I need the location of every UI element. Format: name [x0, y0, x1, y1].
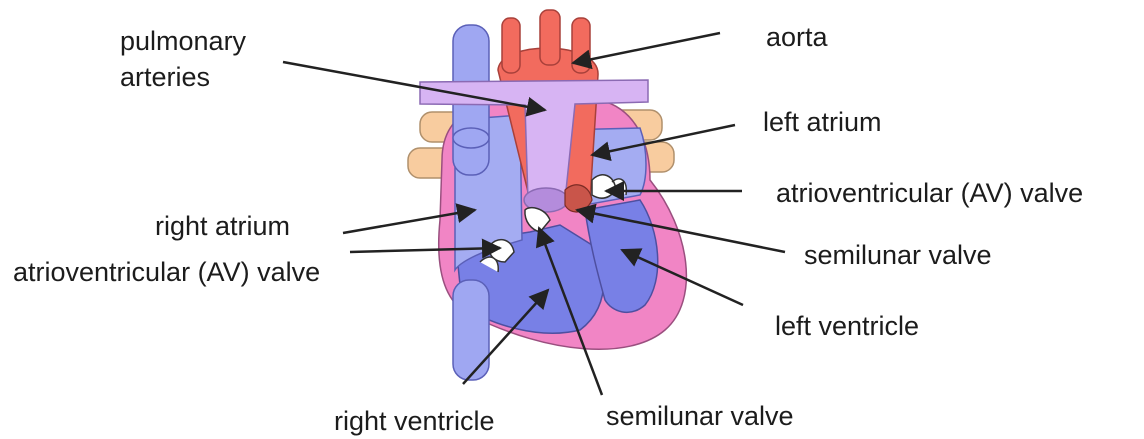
- label-left-atrium: left atrium: [763, 105, 882, 139]
- label-av-valve-right: atrioventricular (AV) valve: [13, 255, 320, 289]
- label-left-ventricle: left ventricle: [775, 309, 919, 343]
- leader-aorta: [573, 33, 720, 63]
- label-right-atrium: right atrium: [155, 209, 290, 243]
- label-av-valve-left: atrioventricular (AV) valve: [776, 176, 1083, 210]
- label-right-ventricle: right ventricle: [334, 404, 495, 438]
- label-pulmonary-arteries-line1: pulmonary: [120, 24, 246, 58]
- label-aorta: aorta: [766, 20, 828, 54]
- label-semilunar-valve-aortic: semilunar valve: [804, 238, 992, 272]
- label-semilunar-valve-pulmonary: semilunar valve: [606, 399, 794, 433]
- label-pulmonary-arteries-line2: arteries: [120, 60, 210, 94]
